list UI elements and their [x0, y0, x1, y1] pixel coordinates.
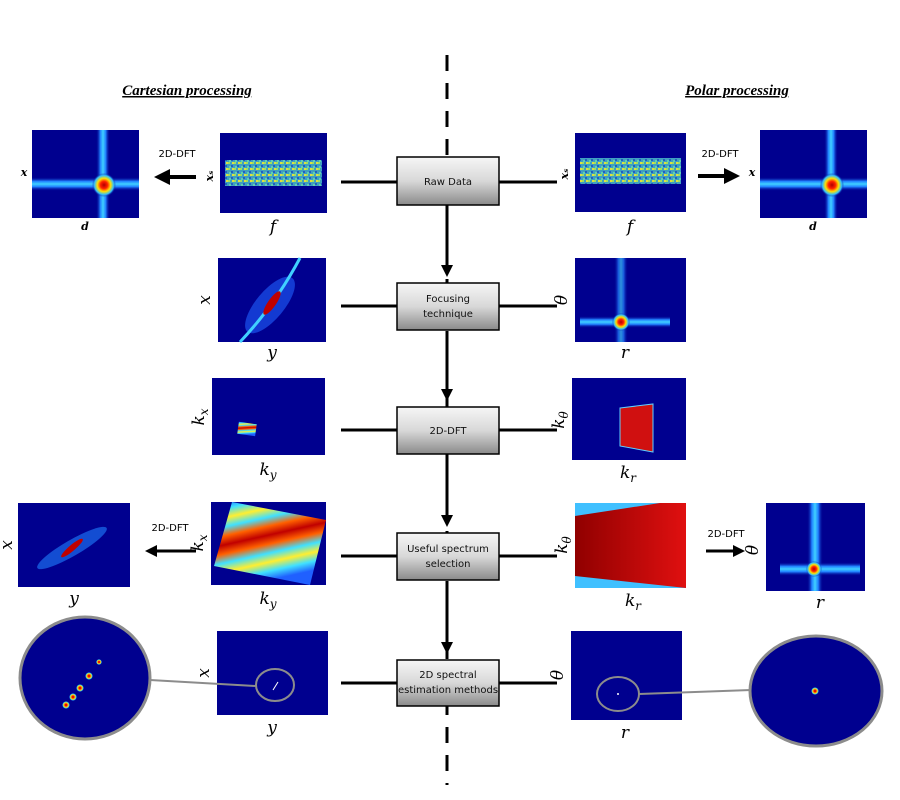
svg-text:kθ: kθ: [549, 410, 571, 428]
svg-text:y: y: [266, 343, 277, 363]
pol-zoom-inset: [638, 634, 884, 748]
svg-text:d: d: [809, 220, 817, 233]
step-useful-spectrum-selection: Useful spectrum selection: [396, 532, 500, 581]
cart-zoom-inset: [18, 615, 257, 741]
svg-text:θ: θ: [552, 295, 572, 305]
svg-text:r: r: [816, 593, 825, 613]
cart-raw-dft-arrow: 2D-DFT: [154, 149, 196, 185]
svg-text:y: y: [68, 589, 79, 609]
svg-text:kθ: kθ: [552, 535, 574, 553]
svg-text:selection: selection: [426, 559, 471, 570]
cart-useful-dft-arrow: 2D-DFT: [145, 523, 196, 557]
svg-text:kx: kx: [188, 534, 210, 551]
svg-text:r: r: [621, 723, 630, 743]
step-focusing-technique: Focusing technique: [396, 282, 500, 331]
pol-dft-image: kθ kr: [549, 378, 686, 485]
svg-text:x: x: [20, 166, 28, 179]
svg-text:x: x: [0, 540, 17, 550]
svg-text:Focusing: Focusing: [426, 294, 470, 305]
svg-text:xₛ: xₛ: [203, 171, 216, 183]
svg-text:kr: kr: [620, 463, 637, 485]
pol-useful-dft-image: θ r: [743, 503, 865, 613]
cart-useful-image: kx ky: [188, 502, 326, 611]
svg-text:f: f: [268, 217, 279, 237]
svg-text:θ: θ: [743, 545, 763, 555]
step-2d-spectral-estimation: 2D spectral estimation methods: [396, 659, 500, 707]
cart-raw-dft-image: x d: [20, 130, 139, 233]
svg-text:2D-DFT: 2D-DFT: [151, 523, 189, 534]
pol-focus-image: θ r: [552, 258, 686, 363]
svg-text:ky: ky: [259, 589, 276, 611]
pol-raw-dft-arrow: 2D-DFT: [698, 149, 740, 184]
pol-estimation-image: θ r: [548, 631, 682, 743]
polar-title: Polar processing: [685, 83, 789, 99]
svg-text:d: d: [81, 220, 89, 233]
svg-text:ky: ky: [259, 460, 276, 482]
svg-text:2D-DFT: 2D-DFT: [707, 529, 745, 540]
svg-text:Raw Data: Raw Data: [424, 177, 472, 188]
svg-text:y: y: [266, 718, 277, 738]
pol-raw-dft-image: x d: [748, 130, 867, 233]
svg-text:xₛ: xₛ: [558, 169, 571, 181]
svg-text:2D-DFT: 2D-DFT: [158, 149, 196, 160]
svg-text:r: r: [621, 343, 630, 363]
svg-text:2D spectral: 2D spectral: [419, 670, 476, 681]
svg-text:kr: kr: [625, 591, 642, 613]
pol-useful-image: kθ kr: [552, 503, 686, 613]
svg-text:estimation methods: estimation methods: [398, 685, 498, 696]
svg-text:f: f: [625, 217, 636, 237]
cart-raw-image: xₛ f: [203, 133, 327, 237]
step-2d-dft: 2D-DFT: [396, 406, 500, 455]
svg-text:kx: kx: [189, 408, 211, 425]
svg-text:Useful spectrum: Useful spectrum: [407, 544, 489, 555]
svg-text:θ: θ: [548, 670, 568, 680]
pol-raw-image: xₛ f: [558, 133, 686, 237]
cart-focus-image: x y: [195, 257, 326, 363]
pol-useful-dft-arrow: 2D-DFT: [706, 529, 745, 557]
step-raw-data: Raw Data: [396, 156, 500, 206]
cart-dft-image: kx ky: [189, 378, 325, 482]
svg-text:2D-DFT: 2D-DFT: [429, 426, 467, 437]
cart-useful-dft-image: x y: [0, 503, 130, 609]
svg-text:x: x: [195, 295, 215, 305]
svg-text:2D-DFT: 2D-DFT: [701, 149, 739, 160]
svg-text:x: x: [194, 668, 214, 678]
svg-text:x: x: [748, 166, 756, 179]
svg-text:technique: technique: [423, 309, 473, 320]
connector-lines: [341, 180, 557, 685]
cartesian-title: Cartesian processing: [122, 83, 252, 99]
cart-estimation-image: x y: [194, 631, 328, 738]
